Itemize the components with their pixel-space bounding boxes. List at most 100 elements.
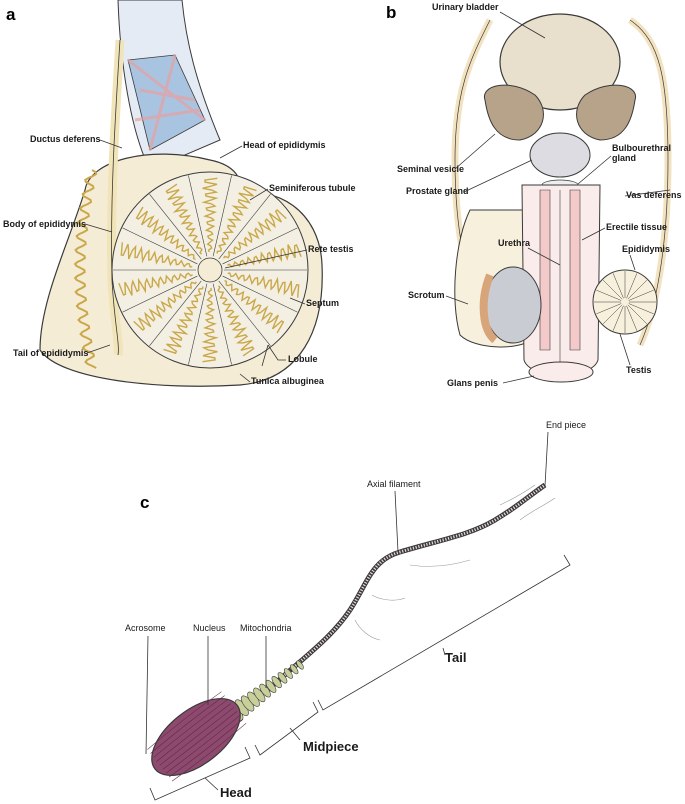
head-striation — [165, 715, 241, 774]
septum-line — [188, 283, 208, 365]
label-axial-filament: Axial filament — [367, 479, 421, 489]
label-end-piece: End piece — [546, 420, 586, 430]
testis-septum-line — [602, 279, 623, 300]
septum-line — [212, 283, 232, 365]
seminiferous-tubule — [163, 286, 204, 355]
label-acrosome: Acrosome — [125, 623, 166, 633]
seminiferous-tubule — [201, 287, 219, 363]
septum-line — [122, 227, 198, 265]
seminiferous-tubule — [165, 183, 203, 255]
label-scrotum: Scrotum — [408, 290, 445, 300]
septum-line — [222, 227, 298, 265]
label-testis: Testis — [626, 365, 651, 375]
label-tail-of-epididymis: Tail of epididymis — [13, 348, 88, 358]
seminiferous-tubule — [227, 244, 302, 268]
seminiferous-tubule — [133, 281, 197, 331]
label-lobule: Lobule — [288, 354, 318, 364]
head-striation — [147, 691, 222, 750]
seminiferous-tubule — [227, 272, 300, 298]
axial-filament — [266, 483, 546, 692]
testis-septum-line — [612, 273, 624, 299]
seminiferous-tubule — [216, 185, 257, 254]
mitochondrion-ring — [271, 676, 282, 689]
label-vas-deferens: Vas deferens — [626, 190, 682, 200]
rete-testis-center — [197, 257, 223, 283]
label-glans-penis: Glans penis — [447, 378, 498, 388]
testis-septum-line — [596, 303, 622, 315]
sperm-head — [147, 691, 247, 782]
label-seminiferous-tubule: Seminiferous tubule — [269, 183, 356, 193]
label-epididymis: Epididymis — [622, 244, 670, 254]
panel-b: b Urinary bladder Seminal vesicle Bulb — [386, 2, 682, 388]
label-head-of-epididymis: Head of epididymis — [243, 140, 326, 150]
label-midpiece: Midpiece — [303, 739, 359, 754]
mitochondrion-ring — [296, 660, 304, 670]
seminal-vesicle-left — [484, 84, 544, 141]
seminiferous-tubule — [217, 285, 255, 357]
seminiferous-tubule — [201, 177, 219, 253]
head-striation — [162, 711, 238, 770]
seminiferous-tubule — [135, 206, 196, 261]
seminiferous-tubule — [118, 272, 193, 296]
seminiferous-tubules — [118, 177, 302, 363]
label-tail: Tail — [445, 650, 466, 665]
label-bulbourethral-line1: Bulbourethral — [612, 143, 671, 153]
mitochondrion-ring — [283, 668, 293, 679]
mitochondrion-ring — [265, 679, 277, 693]
seminal-vesicle-right — [576, 84, 636, 141]
panel-c: c End piece Axial filament Acrosome Nucl… — [125, 420, 586, 801]
panel-a: a Ductus deferens Head of epididymis Sem… — [3, 0, 356, 387]
testis-septum-line — [628, 289, 654, 301]
motion-lines — [354, 484, 556, 641]
septum-line — [218, 280, 271, 347]
seminiferous-tubule — [223, 209, 287, 259]
prostate-gland — [529, 132, 591, 178]
label-urinary-bladder: Urinary bladder — [432, 2, 499, 12]
flagellum — [266, 482, 547, 692]
septum-line — [218, 193, 271, 260]
bracket-tail — [317, 554, 571, 711]
testis-right-septa — [594, 271, 656, 333]
septum-line — [149, 193, 202, 260]
label-urethra: Urethra — [498, 238, 531, 248]
testis-septum-line — [628, 303, 654, 315]
urinary-bladder — [499, 13, 621, 111]
testis-left — [484, 266, 542, 344]
mitochondrion-ring — [277, 672, 288, 684]
mitochondrion-ring — [259, 683, 271, 698]
testicular-vessels — [127, 54, 206, 151]
head-striation — [159, 707, 235, 766]
septum-line — [188, 175, 208, 257]
septum-line — [222, 275, 298, 313]
head-striation — [156, 703, 231, 762]
head-striation — [153, 699, 228, 758]
label-mitochondria: Mitochondria — [240, 623, 292, 633]
testis-septum-line — [612, 305, 624, 331]
testis-septum-line — [627, 279, 648, 300]
label-ductus-deferens: Ductus deferens — [30, 134, 101, 144]
head-striation — [150, 695, 225, 754]
testis-septum-line — [602, 304, 623, 325]
label-prostate-gland: Prostate gland — [406, 186, 469, 196]
bracket-midpiece — [254, 701, 319, 756]
label-tunica-albuginea: Tunica albuginea — [251, 376, 325, 386]
septa — [113, 175, 307, 365]
epididymis-coil — [73, 169, 98, 369]
bracket-head — [149, 746, 251, 801]
label-body-of-epididymis: Body of epididymis — [3, 219, 86, 229]
epididymis-left — [479, 273, 498, 344]
testis-septum-line — [627, 304, 648, 325]
mitochondrion-ring — [290, 664, 299, 675]
testis-septum-line — [596, 289, 622, 301]
septum-line — [122, 275, 198, 313]
head-striation — [171, 722, 247, 782]
label-septum: Septum — [306, 298, 339, 308]
septum-line — [149, 280, 202, 347]
midpiece-mitochondria — [228, 660, 304, 721]
head-striation — [168, 719, 244, 778]
testis-septum-line — [626, 273, 638, 299]
seminiferous-tubule — [224, 279, 285, 334]
label-bulbourethral-line2: gland — [612, 153, 636, 163]
label-seminal-vesicle: Seminal vesicle — [397, 164, 464, 174]
